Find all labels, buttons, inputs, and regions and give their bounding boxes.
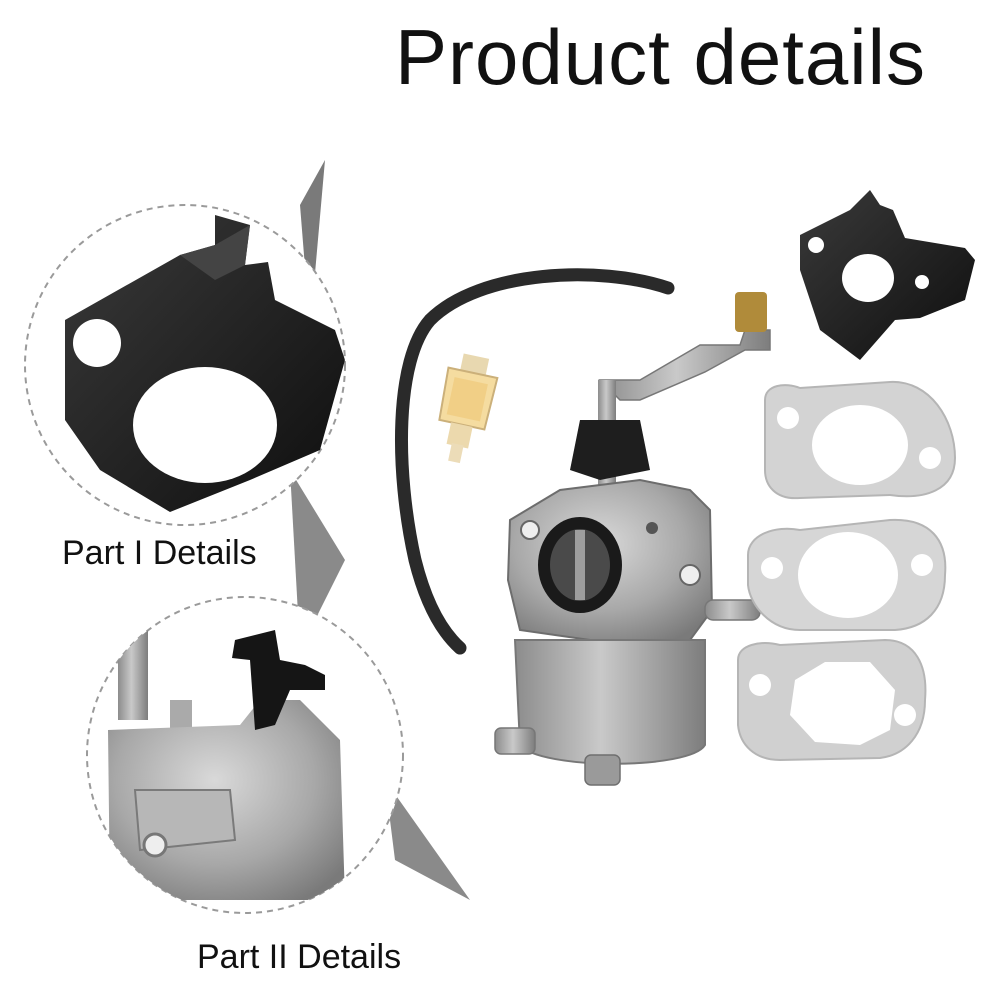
callout-part-1 [24, 204, 346, 526]
gasket-2 [747, 518, 947, 631]
callout-pointer-2 [385, 780, 470, 900]
insulator-spacer [800, 190, 975, 360]
fuel-hose [394, 268, 675, 655]
fuel-filter [438, 353, 499, 464]
callout-part-2 [86, 596, 404, 914]
gasket-1 [764, 380, 957, 500]
part-2-label: Part II Details [197, 938, 402, 976]
page-title: Product details [395, 13, 926, 101]
carburetor [494, 292, 771, 786]
gasket-3 [737, 638, 927, 762]
part-1-label: Part I Details [62, 534, 257, 572]
callout-pointer-1 [290, 160, 345, 650]
